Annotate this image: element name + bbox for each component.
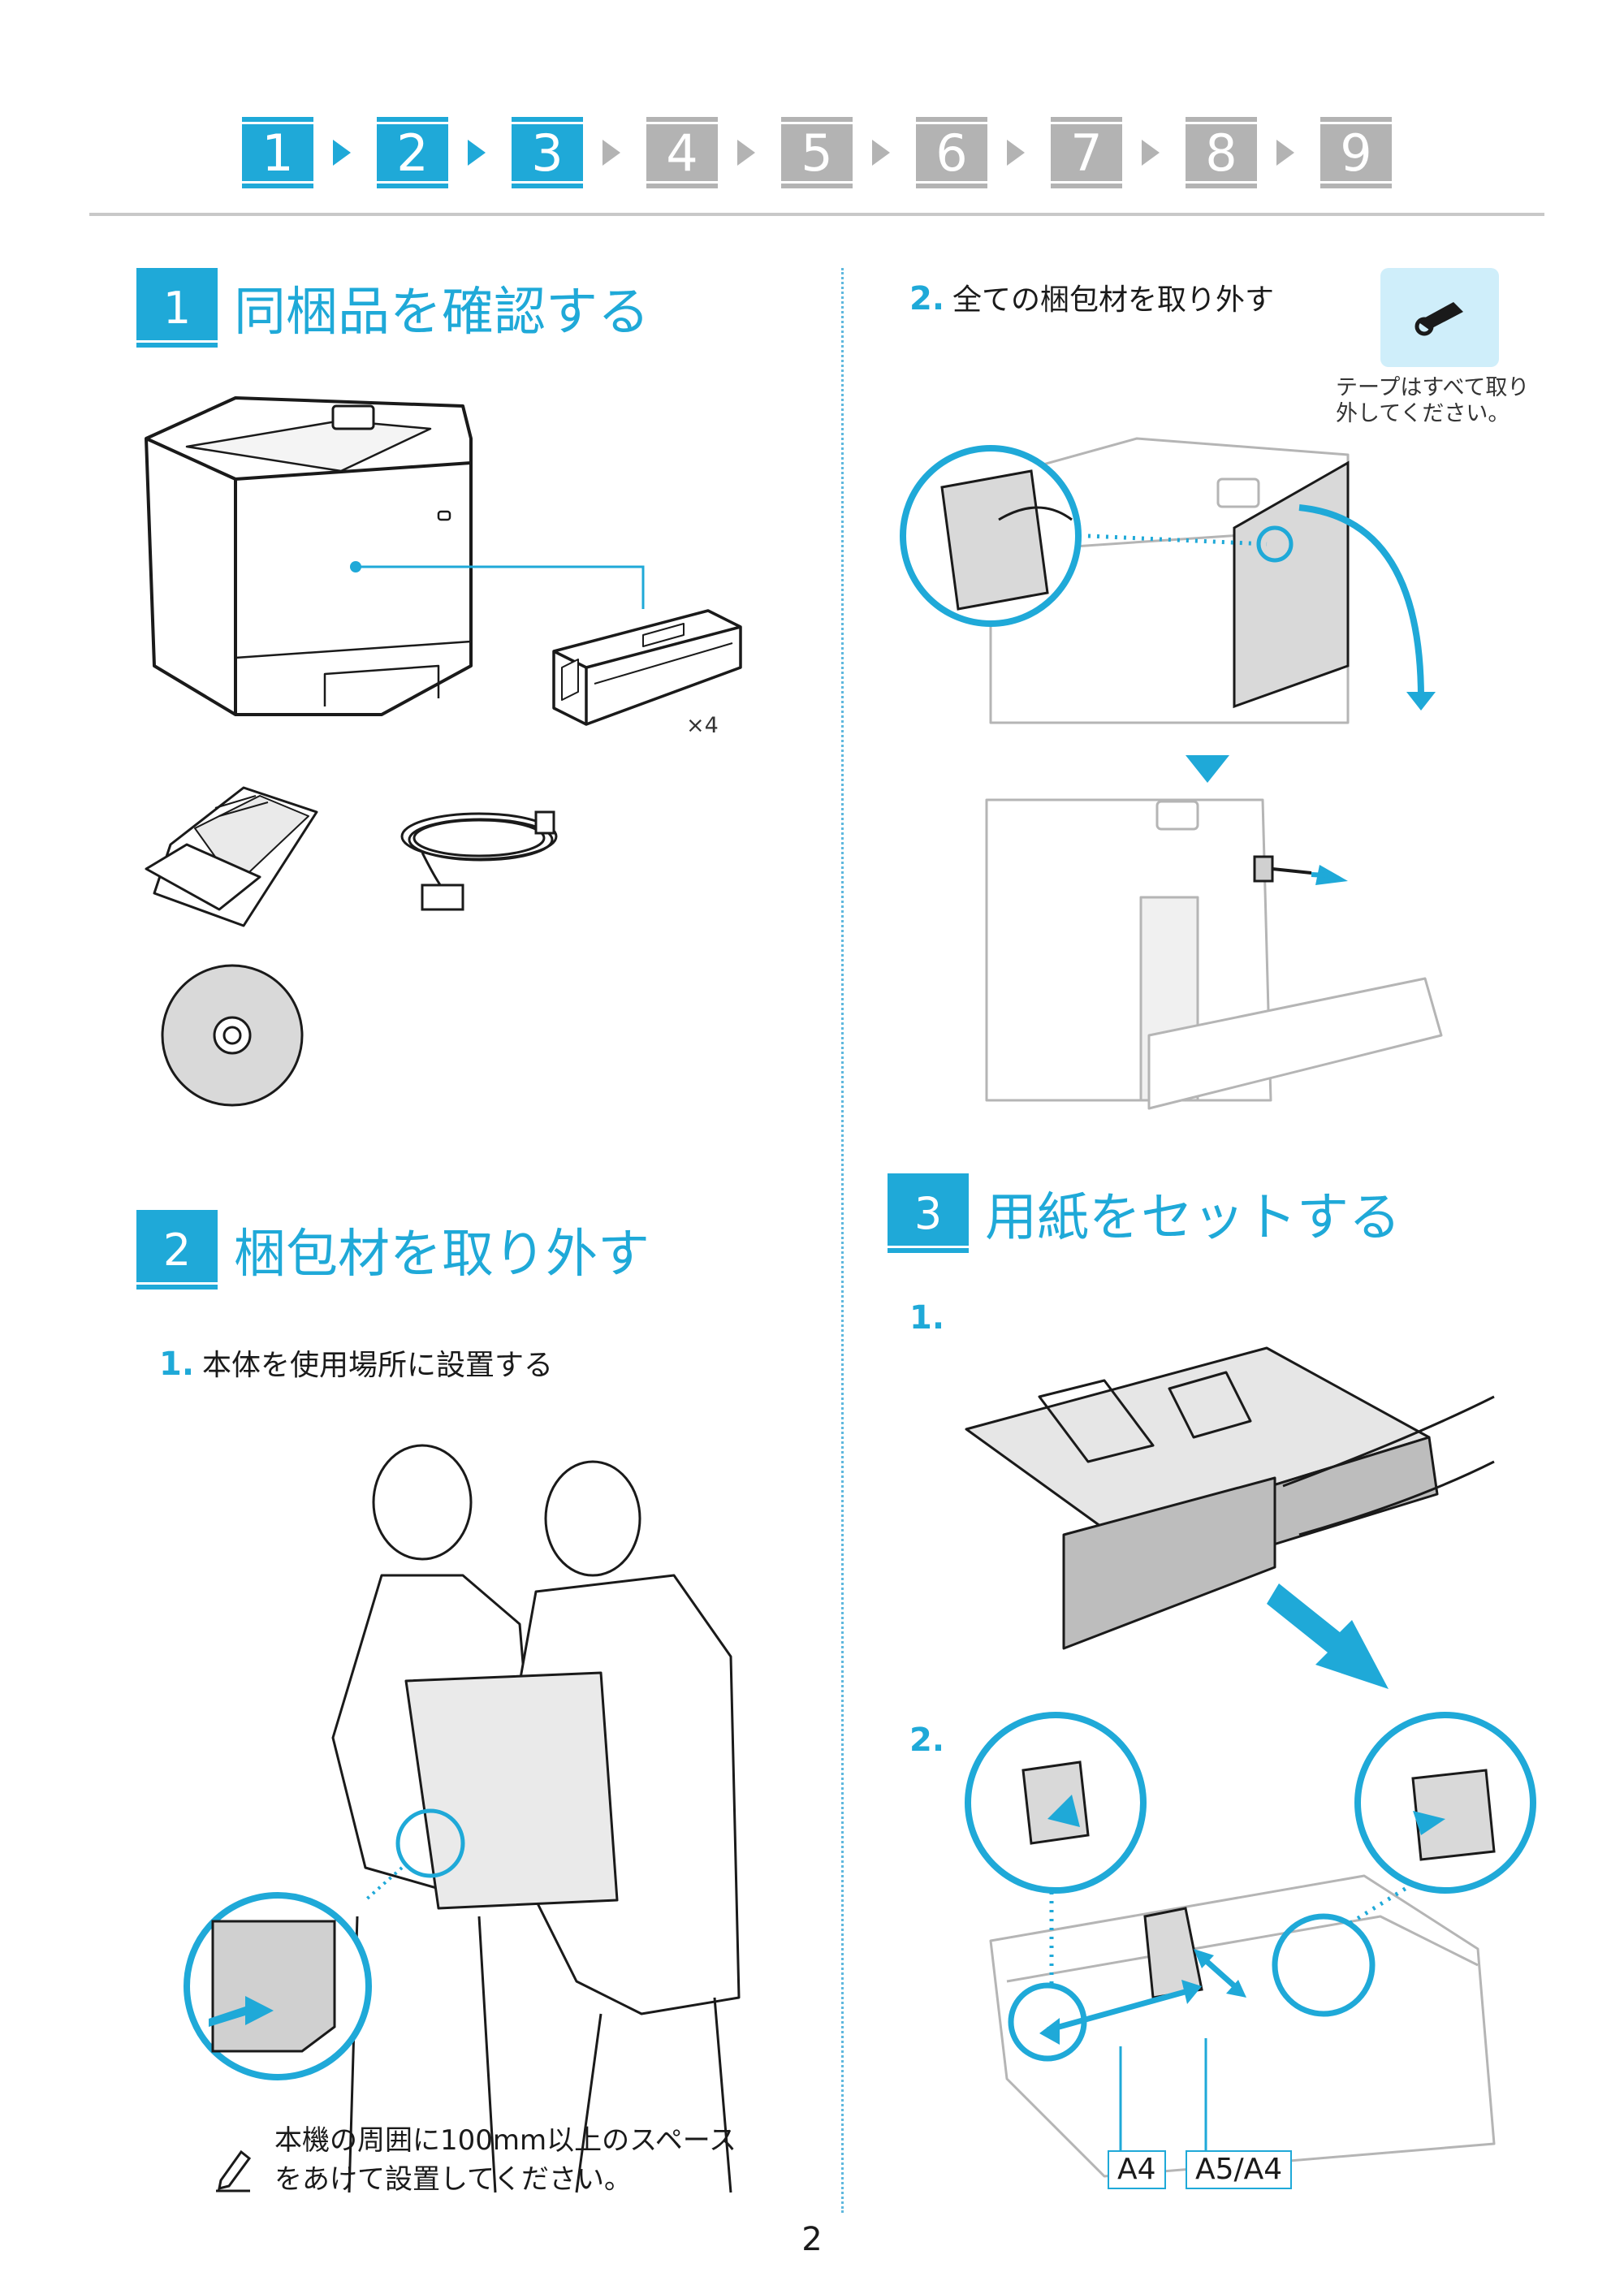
section-1-title: 同梱品を確認する	[234, 283, 650, 343]
step-indicator-9: 9	[1320, 117, 1392, 188]
leader-line	[350, 561, 645, 609]
tape-note-line-2: 外してください。	[1336, 401, 1510, 426]
tape-icon-box	[1380, 268, 1499, 367]
section-1-number: 1	[136, 268, 218, 348]
section-3-number: 3	[888, 1173, 969, 1253]
step-indicator-4: 4	[646, 117, 718, 188]
step-number: 2.	[909, 280, 945, 318]
down-triangle-indicator	[1186, 755, 1229, 783]
toner-cartridge-illustration	[552, 609, 742, 726]
header-divider	[89, 213, 1544, 216]
paper-drawer-pullout-illustration	[965, 1346, 1495, 1689]
space-note-line-2: をあけて設置してください。	[274, 2163, 632, 2196]
step-indicator-3: 3	[512, 117, 583, 188]
label-a5-a4: A5/A4	[1186, 2150, 1293, 2189]
space-note: 本機の周囲に100mm以上のスペース をあけて設置してください。	[274, 2121, 736, 2199]
step-arrow-icon	[1142, 140, 1160, 166]
printer-illustration	[145, 396, 473, 716]
section-3-heading: 3 用紙をセットする	[888, 1173, 1401, 1253]
section-2-number: 2	[136, 1210, 218, 1290]
section-3-title: 用紙をセットする	[985, 1188, 1401, 1248]
step-indicator-6: 6	[916, 117, 987, 188]
paper-guides-adjust-illustration	[965, 1712, 1536, 2178]
printer-open-door-illustration	[985, 798, 1443, 1110]
people-carrying-printer-illustration	[331, 1444, 741, 2193]
section-3-step-2: 2.	[909, 1722, 952, 1759]
section-3-step-1: 1.	[909, 1299, 952, 1337]
step-arrow-icon	[1276, 140, 1294, 166]
cd-rom-illustration	[161, 964, 304, 1107]
page-number: 2	[801, 2221, 823, 2258]
section-2-heading: 2 梱包材を取り外す	[136, 1210, 650, 1290]
step-number: 1.	[909, 1299, 945, 1337]
step-arrow-icon	[468, 140, 486, 166]
step-number: 1.	[159, 1346, 195, 1383]
step-number: 2.	[909, 1722, 945, 1759]
tape-note-line-1: テープはすべて取り	[1336, 375, 1530, 400]
space-note-line-1: 本機の周囲に100mm以上のスペース	[274, 2124, 737, 2157]
section-2-title: 梱包材を取り外す	[234, 1225, 650, 1285]
label-a4: A4	[1108, 2150, 1166, 2189]
pencil-icon	[216, 2149, 252, 2192]
manuals-illustration	[145, 786, 318, 927]
section-2-step-2: 2. 全ての梱包材を取り外す	[909, 276, 1274, 318]
step-arrow-icon	[603, 140, 620, 166]
step-indicator-1: 1	[242, 117, 313, 188]
step-text: 本体を使用場所に設置する	[202, 1349, 554, 1382]
tape-icon	[1415, 302, 1463, 336]
step-indicator-5: 5	[781, 117, 853, 188]
section-2-step-1: 1. 本体を使用場所に設置する	[159, 1341, 553, 1384]
step-arrow-icon	[333, 140, 351, 166]
step-indicator-2: 2	[377, 117, 448, 188]
step-arrow-icon	[737, 140, 755, 166]
zoom-callout-dots	[364, 1808, 465, 1902]
step-indicator-8: 8	[1186, 117, 1257, 188]
zoom-circle-foot	[184, 1892, 372, 2080]
step-arrow-icon	[1007, 140, 1025, 166]
column-divider	[841, 268, 844, 2213]
power-cord-illustration	[400, 810, 558, 911]
step-arrow-icon	[872, 140, 890, 166]
step-text: 全ての梱包材を取り外す	[952, 283, 1275, 317]
section-1-heading: 1 同梱品を確認する	[136, 268, 650, 348]
printer-front-door-illustration	[900, 437, 1436, 724]
toner-quantity: ×4	[686, 713, 719, 738]
tape-note: テープはすべて取り 外してください。	[1336, 375, 1529, 427]
step-indicator-7: 7	[1051, 117, 1122, 188]
